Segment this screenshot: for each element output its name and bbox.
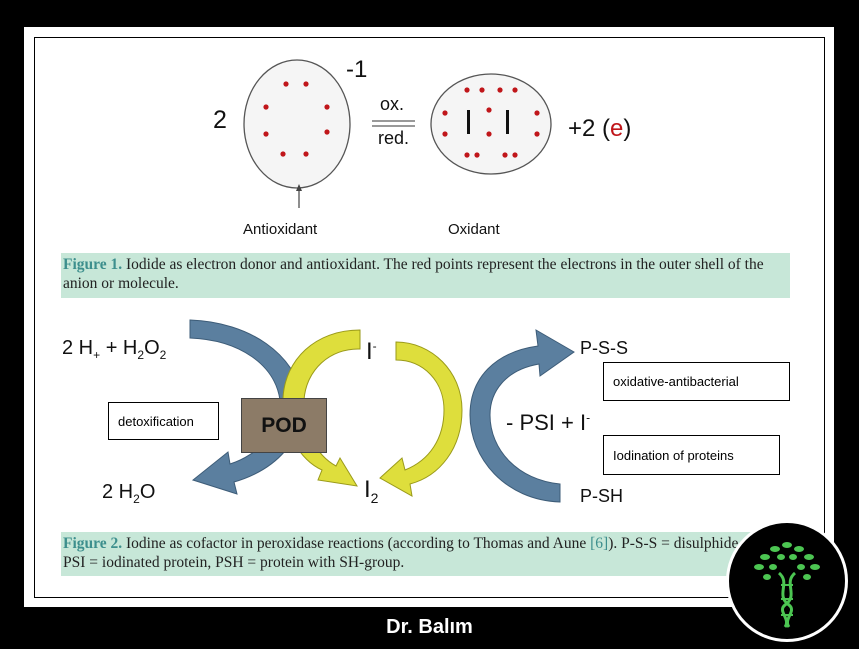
- pss-label: P-S-S: [580, 338, 629, 358]
- iodide-anion-circle: [243, 59, 351, 189]
- charge-label: -1: [346, 56, 368, 83]
- pod-enzyme-box: POD: [241, 398, 327, 453]
- slide-panel: [34, 37, 825, 598]
- red-label: red.: [378, 128, 410, 148]
- blue-arrow-right: [469, 329, 575, 503]
- psh-label: P-SH: [580, 486, 624, 506]
- iodine-electrons: [442, 87, 540, 158]
- iodide-label: I-: [366, 338, 377, 365]
- detoxification-box: detoxification: [108, 402, 219, 440]
- footer-author: Dr. Balım: [386, 616, 473, 638]
- product-label: 2 H2O: [102, 481, 156, 506]
- oxidant-label: Oxidant: [448, 221, 500, 238]
- iodide-electrons: [263, 81, 330, 157]
- figure-2-caption: Figure 2. Iodine as cofactor in peroxida…: [61, 532, 761, 576]
- iodine-label: I2: [364, 476, 379, 506]
- iodination-box: Iodination of proteins: [603, 435, 780, 475]
- yellow-arrow-right: [379, 341, 463, 497]
- iodine-molecule-ellipse: [430, 73, 552, 175]
- oxidative-antibacterial-box: oxidative-antibacterial: [603, 362, 790, 401]
- tree-dna-logo-icon: [726, 520, 848, 642]
- coefficient-2: 2: [213, 106, 227, 134]
- antioxidant-label: Antioxidant: [243, 221, 318, 238]
- figure-1-caption: Figure 1. Iodide as electron donor and a…: [61, 253, 790, 298]
- electron-count-label: +2 (e): [568, 115, 632, 142]
- ox-label: ox.: [380, 94, 405, 114]
- psi-label: - PSI + I-: [506, 410, 591, 435]
- reactant-label: 2 H+ + H2O2: [62, 337, 167, 362]
